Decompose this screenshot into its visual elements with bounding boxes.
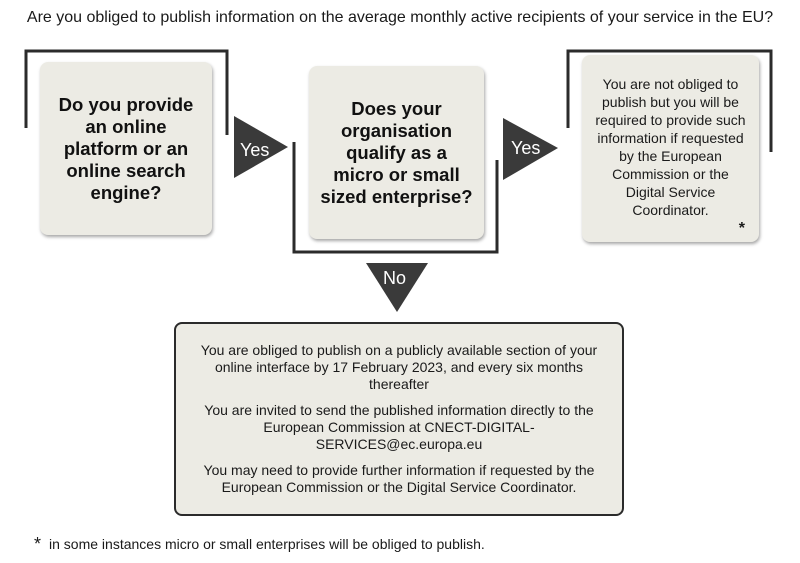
connector-bracket-q2 <box>292 142 499 254</box>
question-online-platform: Do you provide an online platform or an … <box>40 62 212 235</box>
arrow-yes-1 <box>234 116 288 178</box>
footnote-marker: * <box>738 220 745 237</box>
question-micro-small-enterprise-text: Does your organisation qualify as a micr… <box>320 97 473 207</box>
page-title: Are you obliged to publish information o… <box>26 9 774 26</box>
obligation-paragraph-publish: You are obliged to publish on a publicly… <box>200 342 598 392</box>
arrow-yes-2 <box>503 118 558 180</box>
arrow-yes-1-label: Yes <box>240 140 270 160</box>
connector-bracket-info <box>566 49 773 152</box>
footnote: * in some instances micro or small enterp… <box>34 535 485 553</box>
obligation-paragraph-send: You are invited to send the published in… <box>204 402 594 452</box>
obligation-box: You are obliged to publish on a publicly… <box>174 322 624 516</box>
question-online-platform-text: Do you provide an online platform or an … <box>58 93 194 203</box>
arrow-no <box>366 263 428 312</box>
not-obliged-info-box: You are not obliged to publish but you w… <box>582 55 759 242</box>
arrow-yes-2-label: Yes <box>511 138 541 158</box>
connector-bracket-q1 <box>24 49 229 135</box>
obligation-paragraph-further: You may need to provide further informat… <box>203 462 595 495</box>
arrow-no-label: No <box>383 268 407 288</box>
question-micro-small-enterprise: Does your organisation qualify as a micr… <box>309 66 484 239</box>
footnote-asterisk: * <box>34 534 42 554</box>
not-obliged-info-text: You are not obliged to publish but you w… <box>595 75 746 218</box>
footnote-text: in some instances micro or small enterpr… <box>49 536 485 552</box>
